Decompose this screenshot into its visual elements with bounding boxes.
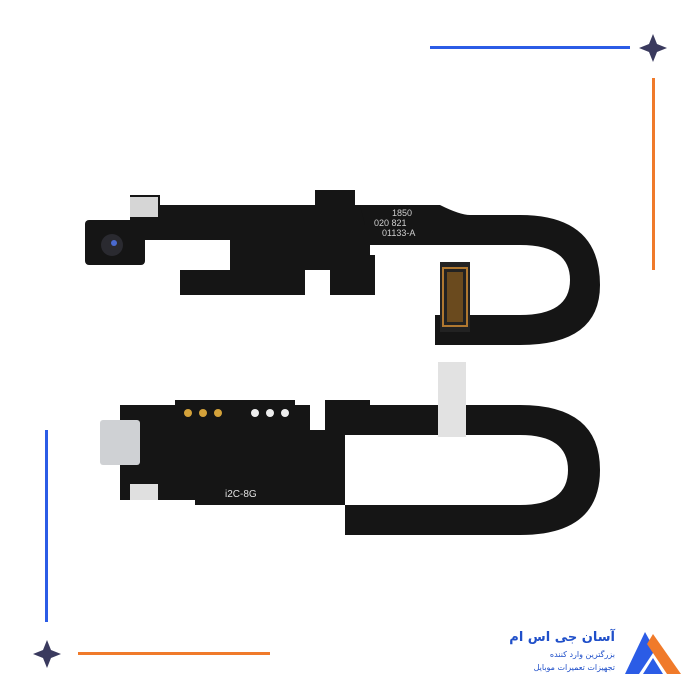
board-marking-1: 1850 [392, 208, 412, 218]
upper-shield [130, 197, 158, 217]
upper-flex-cable [85, 190, 600, 345]
sparkle-icon [33, 34, 667, 668]
right-orange-line [652, 78, 655, 270]
brand-name: آسان جی اس ام [509, 630, 615, 645]
bottom-orange-line [78, 652, 270, 655]
board-marking-2: 020 821 [374, 218, 407, 228]
lower-flex-cable [120, 400, 600, 535]
board-marking-3: 01133-A [382, 228, 415, 238]
contact-pads [184, 409, 289, 417]
top-blue-line [430, 46, 630, 49]
brand-logo: آسان جی اس ام بزرگترین وارد کننده تجهیزا… [509, 628, 685, 678]
lower-label: i2C-8G [225, 489, 257, 500]
brand-tagline-1: بزرگترین وارد کننده [549, 650, 615, 659]
lower-shield [100, 420, 140, 465]
left-blue-line [45, 430, 48, 622]
brand-tagline-2: تجهیزات تعمیرات موبایل [533, 663, 615, 672]
logo-mark-icon [625, 632, 681, 674]
lower-stiffener [438, 362, 466, 437]
connector-pins [442, 267, 468, 327]
